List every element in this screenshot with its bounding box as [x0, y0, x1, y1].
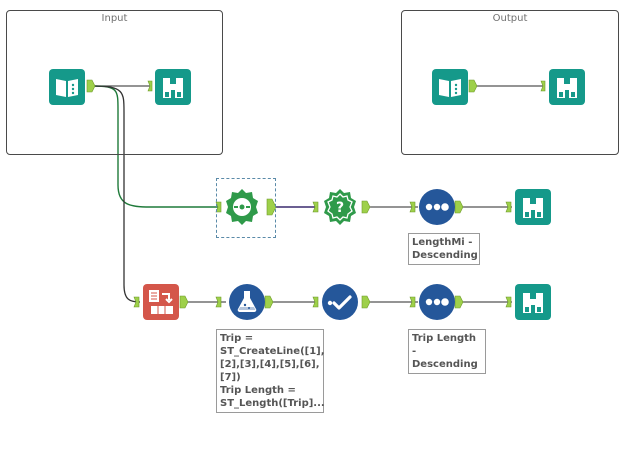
- spatial-process-icon: [226, 189, 258, 225]
- transpose-tool[interactable]: [142, 283, 180, 321]
- input-data-tool[interactable]: [48, 68, 86, 106]
- formula-tool[interactable]: [228, 283, 266, 321]
- binoculars-icon: [515, 284, 551, 320]
- sort-tool-top[interactable]: [418, 188, 456, 226]
- select-tool[interactable]: [321, 283, 359, 321]
- browse-tool-output[interactable]: [548, 68, 586, 106]
- output-data-tool[interactable]: [431, 68, 469, 106]
- browse-tool-top[interactable]: [514, 188, 552, 226]
- transpose-icon: [143, 284, 179, 320]
- input-container-title: Input: [101, 13, 128, 24]
- spatial-process-tool[interactable]: [223, 188, 261, 226]
- browse-tool-input[interactable]: [154, 68, 192, 106]
- book-icon: [49, 69, 85, 105]
- formula-annotation: Trip = ST_CreateLine([1], [2],[3],[4],[5…: [216, 329, 325, 413]
- check-icon: [322, 284, 358, 320]
- svg-text:?: ?: [336, 200, 344, 216]
- test-tool[interactable]: ?: [321, 188, 359, 226]
- book-icon: [432, 69, 468, 105]
- flask-icon: [229, 284, 265, 320]
- binoculars-icon: [515, 189, 551, 225]
- sort-bottom-annotation: Trip Length - Descending: [408, 329, 486, 374]
- sort-dots-icon: [419, 189, 455, 225]
- binoculars-icon: [155, 69, 191, 105]
- selected-tool-outline: [216, 178, 276, 238]
- sort-dots-icon: [419, 284, 455, 320]
- browse-tool-bottom[interactable]: [514, 283, 552, 321]
- sort-tool-bottom[interactable]: [418, 283, 456, 321]
- sort-top-annotation: LengthMi - Descending: [408, 233, 480, 265]
- binoculars-icon: [549, 69, 585, 105]
- question-gear-icon: ?: [324, 189, 356, 225]
- output-container-title: Output: [492, 13, 528, 24]
